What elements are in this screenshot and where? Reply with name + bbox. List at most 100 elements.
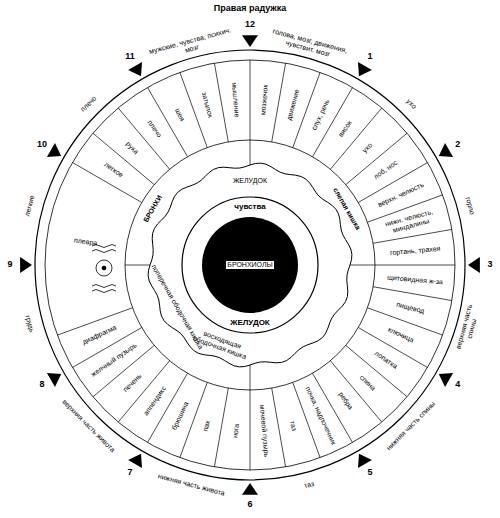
sector-label: ребра bbox=[337, 391, 354, 411]
outer-band bbox=[45, 60, 455, 470]
outer-ring bbox=[35, 50, 465, 480]
clock-marker bbox=[20, 257, 32, 273]
clock-marker bbox=[242, 35, 258, 47]
autonomic-wreath bbox=[148, 163, 352, 367]
stomach-label: чувства bbox=[234, 203, 265, 212]
sector-divider bbox=[373, 229, 452, 243]
clock-number: 1 bbox=[367, 52, 374, 62]
sector-divider bbox=[373, 287, 452, 301]
clock-number: 12 bbox=[244, 20, 256, 30]
zone-label: ЖЕЛУДОК bbox=[233, 177, 267, 185]
zone-label: грудь bbox=[24, 315, 36, 334]
sector-divider bbox=[346, 133, 407, 184]
sector-label: лоб, нос bbox=[373, 159, 400, 181]
sector-label: гортань, трахея bbox=[390, 244, 441, 256]
sector-label: движение bbox=[285, 88, 301, 121]
band-divider bbox=[125, 265, 150, 266]
sector-label: слух, речь bbox=[310, 98, 331, 131]
sector-label: нижн. челюсть, миндалины bbox=[374, 205, 448, 238]
sector-label: таз bbox=[288, 419, 298, 431]
zone-label: нижняя часть живота bbox=[157, 473, 225, 498]
sector-label: брюшина bbox=[170, 400, 190, 431]
sector-label: рука bbox=[125, 140, 141, 156]
clock-number: 7 bbox=[127, 468, 134, 478]
sector-divider bbox=[118, 108, 169, 169]
sector-label: легкое bbox=[103, 160, 125, 179]
clock-marker bbox=[47, 373, 61, 387]
sector-divider bbox=[272, 388, 286, 467]
clock-marker bbox=[242, 483, 258, 495]
sector-label: пах bbox=[202, 419, 212, 432]
clock-marker bbox=[128, 62, 142, 76]
zone-label: горло bbox=[464, 196, 476, 215]
stomach-ring bbox=[182, 197, 318, 333]
sector-label: плечо bbox=[146, 119, 163, 139]
sector-divider bbox=[93, 133, 154, 184]
clock-number: 5 bbox=[367, 468, 374, 478]
inner-band bbox=[125, 140, 375, 390]
zone-label: восходящая ободочная кишка bbox=[190, 326, 252, 361]
clock-marker bbox=[47, 143, 61, 157]
clock-number: 11 bbox=[124, 52, 136, 62]
zone-label: таз bbox=[303, 480, 315, 490]
clock-marker bbox=[468, 257, 480, 273]
sector-label: висок bbox=[337, 119, 354, 138]
sector-label: мочевой пузырь bbox=[258, 404, 270, 457]
sector-label: спина bbox=[358, 373, 377, 392]
clock-marker bbox=[358, 454, 372, 468]
sector-label: ключица bbox=[386, 326, 414, 345]
pupil bbox=[202, 217, 298, 313]
clock-number: 4 bbox=[454, 380, 461, 390]
sector-divider bbox=[250, 60, 251, 140]
sector-divider bbox=[375, 265, 455, 266]
sector-divider bbox=[330, 108, 381, 169]
sector-divider bbox=[346, 345, 407, 396]
sector-divider bbox=[118, 361, 169, 422]
sector-label: пищевод bbox=[395, 301, 425, 316]
sector-divider bbox=[272, 63, 286, 142]
sector-divider bbox=[367, 308, 442, 335]
sector-divider bbox=[293, 72, 320, 147]
clock-marker bbox=[358, 62, 372, 76]
sector-divider bbox=[214, 388, 228, 467]
band-divider bbox=[250, 365, 251, 390]
clock-number: 2 bbox=[454, 140, 461, 150]
clock-marker bbox=[128, 454, 142, 468]
clock-marker bbox=[439, 373, 453, 387]
zone-label: ухо bbox=[405, 97, 418, 110]
sector-label: шея bbox=[174, 107, 187, 122]
band-divider bbox=[250, 140, 251, 165]
chart-title: Правая радужка bbox=[0, 3, 500, 13]
sector-label: печень bbox=[122, 372, 143, 393]
sector-label: верхн. челюсть bbox=[376, 181, 424, 209]
sector-label: щитовидная ж-за bbox=[387, 273, 443, 286]
sector-label: диафрагма bbox=[81, 324, 118, 346]
zone-label: БРОНХИ bbox=[142, 194, 164, 224]
sector-divider bbox=[57, 308, 132, 335]
zone-label: легкие bbox=[23, 195, 36, 218]
clock-number: 6 bbox=[247, 500, 254, 510]
sector-label: мышление bbox=[230, 82, 241, 118]
sector-label: мозжечок bbox=[259, 84, 269, 115]
clock-number: БРОНХИОЛЫ bbox=[226, 261, 273, 269]
sector-label: желчный пузырь bbox=[90, 342, 138, 379]
sector-divider bbox=[214, 63, 228, 142]
clock-number: 10 bbox=[36, 140, 48, 150]
sector-label: ухо bbox=[361, 141, 374, 154]
clock-marker bbox=[439, 143, 453, 157]
sector-label: затылок bbox=[200, 91, 214, 118]
sector-divider bbox=[250, 390, 251, 470]
sector-label: лопатка bbox=[373, 350, 399, 371]
sector-label: нога bbox=[231, 423, 240, 438]
lung-figure bbox=[92, 245, 116, 293]
zone-label: плечо bbox=[79, 94, 98, 113]
sector-divider bbox=[330, 361, 381, 422]
clock-number: 8 bbox=[39, 380, 46, 390]
zone-label: верхняя часть спины bbox=[452, 295, 483, 361]
band-divider bbox=[350, 265, 375, 266]
clock-number: 9 bbox=[7, 260, 14, 270]
sector-divider bbox=[180, 72, 207, 147]
clock-number: 3 bbox=[487, 260, 494, 270]
